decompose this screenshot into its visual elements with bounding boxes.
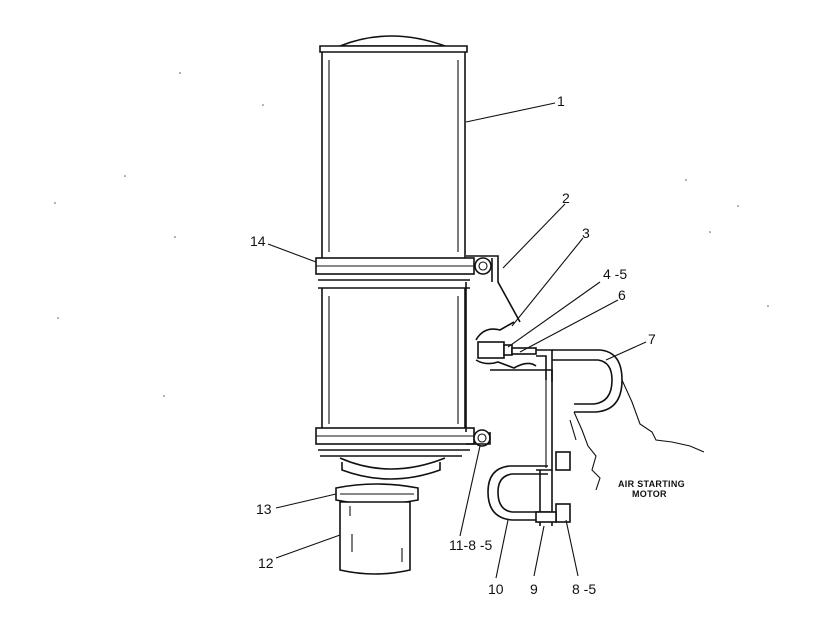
callout-1: 1 [557,93,565,109]
outlet-cap [339,501,411,575]
callout-4-5: 4 -5 [603,266,627,282]
air-starting-motor-outline [569,379,705,491]
callout-10: 10 [488,581,504,597]
callout-3: 3 [582,225,590,241]
callout-12: 12 [258,555,274,571]
outlet-adapter [335,483,419,505]
callout-14: 14 [250,233,266,249]
air-starting-motor-label-line2: MOTOR [632,489,667,499]
callout-7: 7 [648,331,656,347]
lower-u-bolt [487,451,571,526]
filter-canister [315,35,475,480]
callout-9: 9 [530,581,538,597]
air-starting-motor-label-line1: AIR STARTING [618,479,685,489]
callout-2: 2 [562,190,570,206]
callout-6: 6 [618,287,626,303]
callout-8-5: 8 -5 [572,581,596,597]
upper-clamp-bolt [474,257,492,275]
callout-11-8-5: 11-8 -5 [449,537,493,553]
callout-13: 13 [256,501,272,517]
upper-u-bolt [552,349,623,413]
hose-fitting [475,321,553,382]
mounting-bracket [465,255,553,471]
scan-specks [54,72,769,397]
leader-lines [267,102,647,579]
